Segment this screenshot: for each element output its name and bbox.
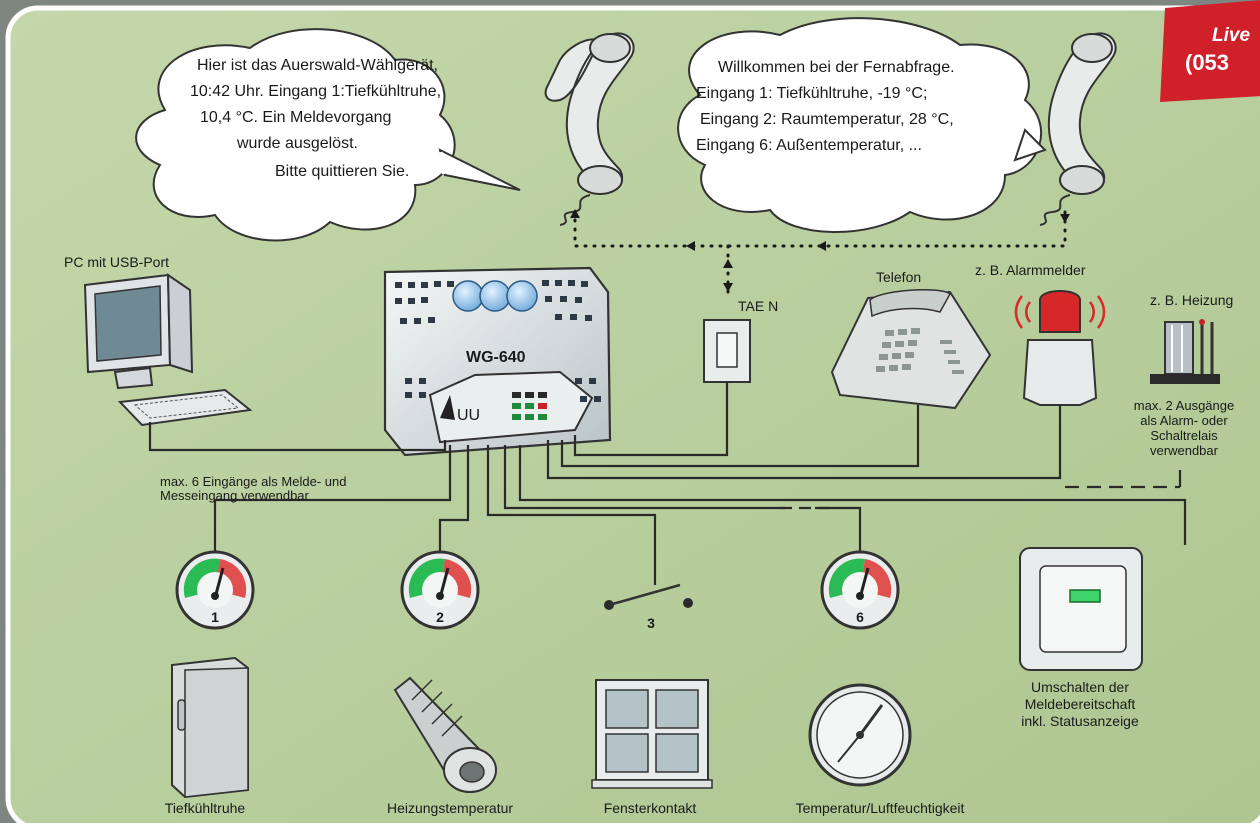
fensterkontakt-switch-icon (604, 583, 693, 610)
umschalten-line1: Umschalten der (1031, 679, 1129, 695)
bubble-left-line5: Bitte quittieren Sie. (275, 163, 409, 180)
alarm-beacon-icon (1014, 290, 1106, 406)
arrow-down-right (1060, 214, 1070, 223)
bottom-label-3: Fensterkontakt (604, 800, 697, 816)
outputs-line2: als Alarm- oder (1140, 413, 1228, 428)
pc-label: PC mit USB-Port (64, 254, 169, 270)
handset-right-icon (1039, 32, 1117, 226)
speech-bubble-left: Hier ist das Auerswald-Wählgerät, 10:42 … (135, 28, 521, 242)
bubble-left-line3: 10,4 °C. Ein Meldevorgang (200, 109, 391, 126)
arrow-left-2 (817, 241, 826, 251)
umschalten-switch-icon (1019, 547, 1143, 671)
bubble-right-line3: Eingang 2: Raumtemperatur, 28 °C, (700, 111, 954, 128)
speech-bubble-right: Willkommen bei der Fernabfrage. Eingang … (677, 17, 1047, 233)
bubble-left-line2: 10:42 Uhr. Eingang 1:Tiefkühltruhe, (190, 83, 441, 100)
gauge-1-icon: 1 (175, 550, 255, 630)
umschalten-line3: inkl. Statusanzeige (1021, 713, 1139, 729)
bubble-right-line4: Eingang 6: Außentemperatur, ... (696, 137, 922, 154)
dotted-connections (570, 209, 1070, 302)
switch-number: 3 (647, 615, 655, 631)
arrow-up-left (570, 209, 580, 218)
gauge-number: 1 (211, 609, 219, 625)
red-stamp: Live (053 (1160, 0, 1260, 102)
alarm-label: z. B. Alarmmelder (975, 262, 1086, 278)
gauge-number: 6 (856, 609, 864, 625)
heizungstemperatur-icon (393, 676, 497, 793)
telefon-label: Telefon (876, 269, 921, 285)
heizung-label: z. B. Heizung (1150, 292, 1233, 308)
fensterkontakt-window-icon (591, 679, 713, 789)
tiefkuehltruhe-icon (171, 656, 249, 799)
bubble-left-line1: Hier ist das Auerswald-Wählgerät, (197, 57, 438, 74)
handset-left-icon (544, 32, 635, 226)
tae-socket-icon (703, 319, 751, 383)
umschalten-line2: Meldebereitschaft (1025, 696, 1136, 712)
outputs-line4: verwendbar (1150, 443, 1219, 458)
gauge-6-icon: 6 (820, 550, 900, 630)
inputs-line2: Messeingang verwendbar (160, 488, 310, 503)
bottom-label-2: Heizungstemperatur (387, 800, 513, 816)
heizung-icon (1150, 319, 1220, 384)
device-label: WG-640 (466, 349, 526, 366)
temperatur-luftfeuchtigkeit-icon (808, 683, 912, 787)
bottom-label-4: Temperatur/Luftfeuchtigkeit (796, 800, 965, 816)
bubble-right-line1: Willkommen bei der Fernabfrage. (718, 59, 955, 76)
outputs-line1: max. 2 Ausgänge (1134, 398, 1234, 413)
arrow-left-1 (686, 241, 695, 251)
telefon-icon (830, 289, 992, 410)
arrow-down-tae (723, 283, 733, 292)
bubble-left-line4: wurde ausgelöst. (236, 135, 358, 152)
bottom-label-1: Tiefkühltruhe (165, 800, 246, 816)
outputs-line3: Schaltrelais (1150, 428, 1218, 443)
stamp-line2: (053 (1185, 50, 1229, 75)
inputs-line1: max. 6 Eingänge als Melde- und (160, 474, 346, 489)
stamp-line1: Live (1212, 25, 1250, 46)
wiring (148, 382, 1187, 585)
gauge-2-icon: 2 (400, 550, 480, 630)
pc-icon (83, 273, 253, 427)
device-socket-label: UU (457, 407, 480, 424)
gauge-number: 2 (436, 609, 444, 625)
gauges-group: 1 2 6 (175, 550, 900, 630)
arrow-up-tae (723, 259, 733, 268)
wg640-device (383, 266, 612, 457)
bubble-right-line2: Eingang 1: Tiefkühltruhe, -19 °C; (696, 85, 927, 102)
tae-label: TAE N (738, 298, 778, 314)
